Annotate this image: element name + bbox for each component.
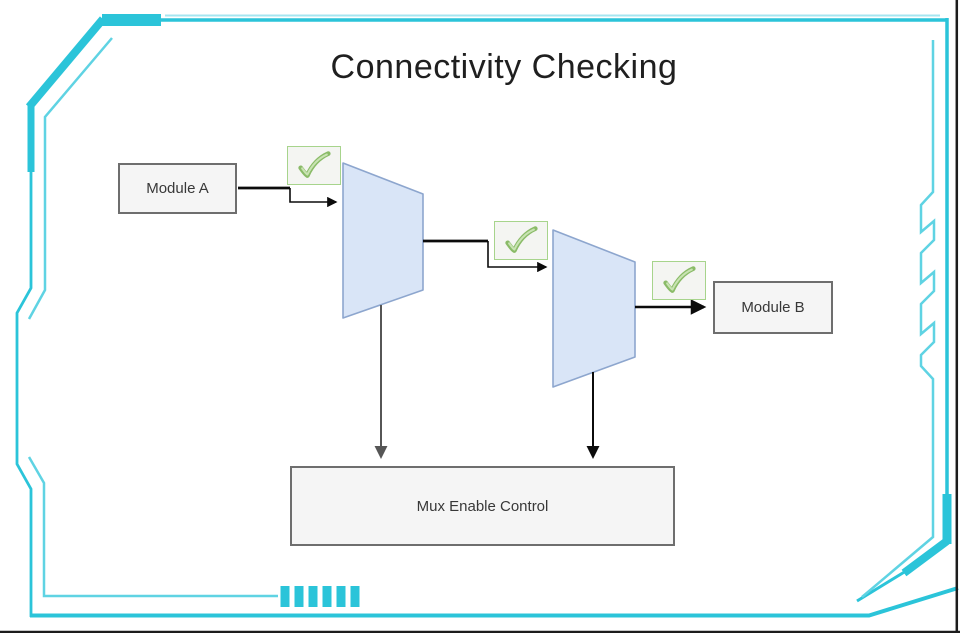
checkmark-icon xyxy=(298,151,331,178)
checkmark-icon xyxy=(663,266,696,293)
frame-right-zigzag-line xyxy=(861,40,936,598)
frame-dash xyxy=(308,586,318,607)
frame-bottom-line xyxy=(30,586,959,618)
frame-bottomright-thin-diagonal xyxy=(856,569,907,603)
checkmark-icon xyxy=(505,226,538,253)
connector-mux1-to-mux2 xyxy=(487,241,548,273)
frame-dash xyxy=(336,586,346,607)
frame-left-line xyxy=(15,170,33,617)
frame-dash xyxy=(350,586,360,607)
frame-left xyxy=(15,104,278,617)
check-badge-1 xyxy=(287,146,341,185)
check-badge-3 xyxy=(652,261,706,300)
frame-bottom xyxy=(30,586,959,618)
connector-module-a-to-mux1 xyxy=(289,188,338,208)
frame-dash xyxy=(294,586,304,607)
frame-top xyxy=(25,14,947,320)
node-mux-enable-control-label: Mux Enable Control xyxy=(416,497,549,515)
page-title: Connectivity Checking xyxy=(330,48,678,86)
node-module-a-label: Module A xyxy=(146,180,209,197)
frame-dash xyxy=(280,586,290,607)
node-module-a: Module A xyxy=(118,163,237,214)
frame-left-inner-line xyxy=(27,456,278,598)
node-mux-enable-control: Mux Enable Control xyxy=(290,466,675,546)
frame-dash xyxy=(322,586,332,607)
node-module-b-label: Module B xyxy=(741,299,805,316)
frame-topleft-inner-diagonal xyxy=(27,37,113,320)
frame-bottomright-thick-diagonal xyxy=(901,537,950,577)
check-badge-2 xyxy=(494,221,548,260)
frame-bottom-dashes xyxy=(280,586,360,607)
mux-1-shape xyxy=(342,162,424,319)
mux-2-shape xyxy=(552,229,636,388)
node-module-b: Module B xyxy=(713,281,833,334)
frame-topleft-thick-diagonal xyxy=(25,16,107,110)
frame-right xyxy=(856,18,952,603)
